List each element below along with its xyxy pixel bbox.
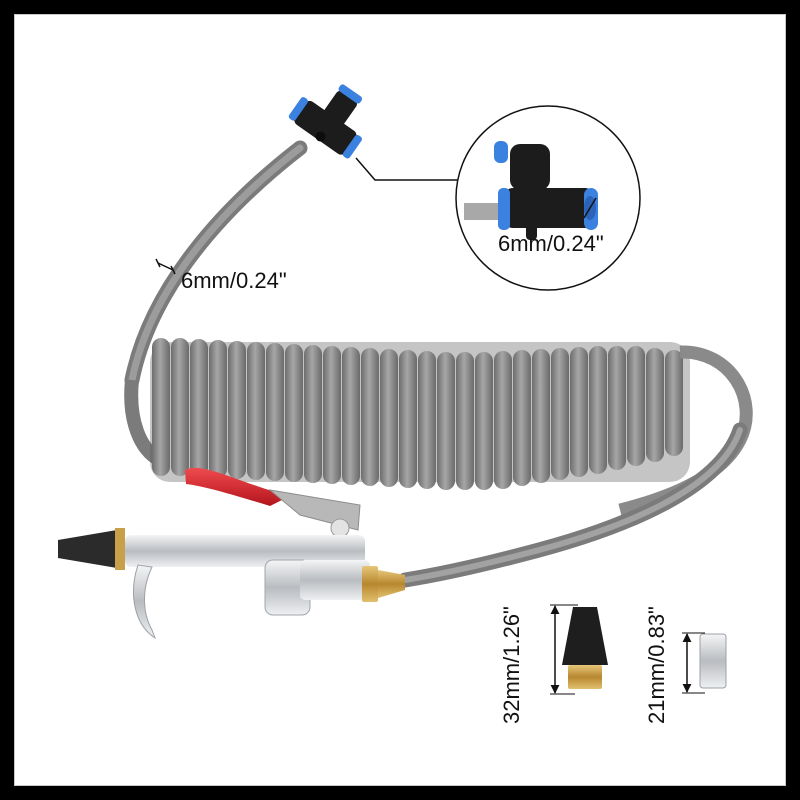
hose-diameter-tick xyxy=(155,258,176,275)
fitting-detail-callout xyxy=(455,105,641,291)
rubber-nozzle xyxy=(550,604,608,695)
upper-hose xyxy=(124,140,308,388)
callout-line xyxy=(355,157,460,181)
extension-nozzle xyxy=(682,632,727,694)
lower-hose xyxy=(397,422,748,588)
extension-nozzle-length-label: 21mm/0.83" xyxy=(644,606,669,724)
fitting-diameter-label: 6mm/0.24" xyxy=(498,231,604,256)
tee-fitting xyxy=(288,84,363,159)
hose-diameter-label: 6mm/0.24" xyxy=(181,268,287,293)
rubber-nozzle-length-label: 32mm/1.26" xyxy=(499,606,524,724)
blow-gun xyxy=(58,467,405,640)
coiled-hose xyxy=(124,338,753,517)
